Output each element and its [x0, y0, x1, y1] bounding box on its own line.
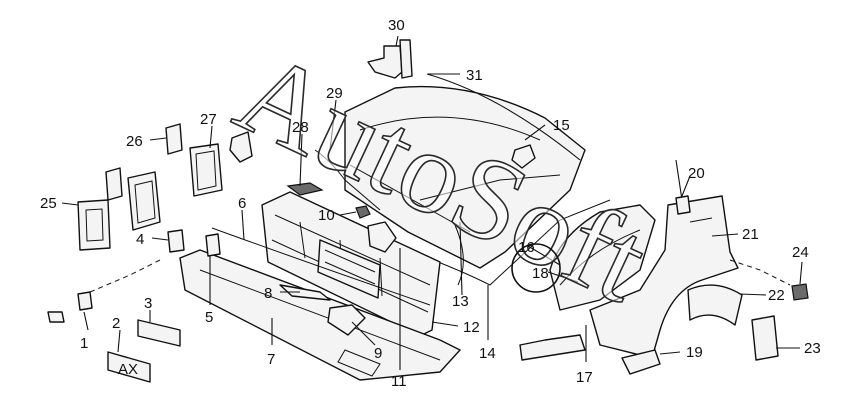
headlight-mount — [229, 131, 253, 163]
callout-18: 18 — [532, 265, 549, 282]
fender-mudguard — [687, 284, 743, 326]
callout-26: 26 — [126, 133, 143, 150]
clip — [355, 205, 371, 219]
callout-23: 23 — [804, 340, 821, 357]
callout-12: 12 — [463, 319, 480, 336]
headlight-housing — [189, 143, 223, 197]
callout-9: 9 — [374, 345, 382, 362]
hood — [344, 85, 586, 269]
callout-8: 8 — [264, 285, 272, 302]
callout-22: 22 — [768, 287, 785, 304]
bracket-26 — [165, 123, 183, 155]
bumper-strip — [211, 227, 431, 306]
release-cable — [454, 224, 464, 286]
callout-30: 30 — [388, 17, 405, 34]
callout-6: 6 — [238, 195, 246, 212]
callout-24: 24 — [792, 244, 809, 261]
side-lamp-lens — [47, 311, 65, 323]
hood-stay — [314, 149, 381, 211]
callout-28: 28 — [292, 119, 309, 136]
headlight-gasket — [105, 167, 123, 201]
hood-seal — [426, 73, 581, 161]
callout-1: 1 — [80, 335, 88, 352]
callout-3: 3 — [144, 295, 152, 312]
fender-bracket — [621, 349, 661, 375]
fog-lamp — [205, 233, 221, 257]
callout-27: 27 — [200, 111, 217, 128]
antenna — [675, 159, 691, 215]
watermark-circle — [511, 243, 561, 293]
callout-13: 13 — [452, 293, 469, 310]
callout-2: 2 — [112, 315, 120, 332]
horn — [367, 221, 401, 370]
callout-7: 7 — [267, 351, 275, 368]
license-plate: AX — [107, 351, 151, 383]
callout-14: 14 — [479, 345, 496, 362]
guide-line-right — [729, 259, 791, 286]
callout-20: 20 — [688, 165, 705, 182]
callout-17: 17 — [576, 369, 593, 386]
leader-lines — [61, 35, 803, 362]
mud-flap — [751, 315, 779, 361]
hood-lock — [511, 124, 546, 169]
front-fender — [589, 195, 739, 359]
callout-16: 16 — [518, 239, 535, 256]
side-lamp — [77, 291, 93, 311]
grille-panel — [286, 182, 324, 196]
plate-text: AX — [118, 361, 138, 378]
fender-support — [519, 334, 586, 361]
radiator-grille — [261, 191, 441, 337]
callout-5: 5 — [205, 309, 213, 326]
hood-hinge — [367, 39, 413, 79]
fender-clip — [791, 283, 809, 301]
headlight-frame — [77, 199, 111, 251]
callout-25: 25 — [40, 195, 57, 212]
callout-10: 10 — [318, 207, 335, 224]
callout-29: 29 — [326, 85, 343, 102]
callout-11: 11 — [391, 373, 407, 390]
plate-bracket — [137, 319, 181, 347]
callout-labels: 1 2 3 4 5 6 7 8 9 10 11 12 13 14 15 16 1… — [40, 17, 821, 390]
callout-19: 19 — [686, 344, 703, 361]
callout-31: 31 — [466, 67, 483, 84]
callout-15: 15 — [553, 117, 570, 134]
guide-line-left — [89, 259, 161, 293]
headlight-unit — [127, 171, 161, 231]
callout-4: 4 — [136, 231, 144, 248]
callout-21: 21 — [742, 226, 759, 243]
turn-signal — [167, 229, 185, 253]
